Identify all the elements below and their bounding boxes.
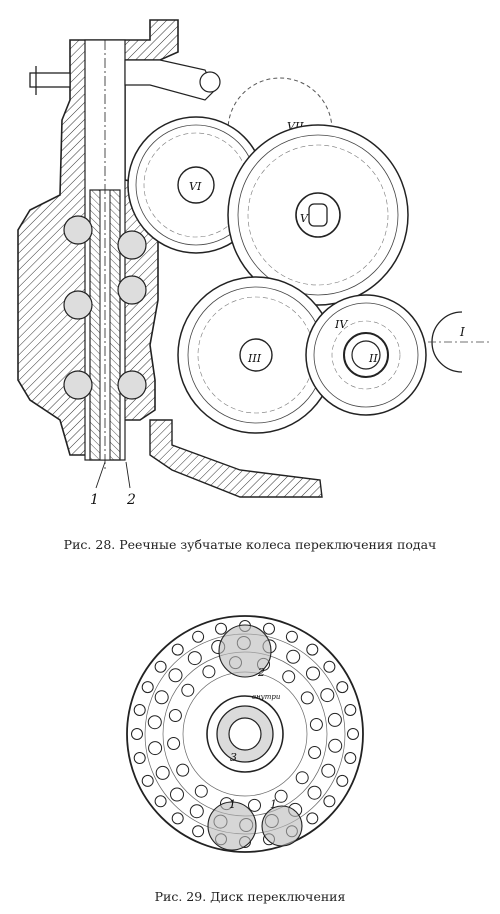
disk-hole [168, 709, 182, 722]
figure-29-caption: Рис. 29. Диск переключения [154, 889, 346, 904]
disk-hole [171, 643, 184, 656]
callouts-fig28: 1 2 [90, 461, 136, 508]
disk-hole [336, 774, 349, 787]
disk-hole [202, 665, 216, 679]
gear-I: I [428, 311, 492, 373]
disk-hole [323, 660, 336, 673]
disk-hole [176, 763, 190, 777]
figure-29-drawing: внутри 2 3 1 1 [126, 615, 364, 853]
gear-label-I: I [459, 325, 465, 339]
callout-3: 3 [230, 751, 237, 764]
disk-hole [147, 715, 162, 730]
disk-hole [308, 746, 322, 759]
disk-hole [192, 825, 205, 838]
figure-28-drawing: VII VI V III II IV I [17, 19, 492, 508]
callout-2: 2 [257, 666, 265, 679]
disk-hole [154, 690, 169, 705]
disk-hole [285, 630, 298, 643]
switching-disk: внутри [126, 615, 364, 853]
disk-hole [192, 630, 205, 643]
gear-IV: IV [334, 318, 348, 331]
gear-V: V [227, 124, 409, 306]
disk-hole [131, 728, 143, 740]
disk-hole [307, 785, 322, 800]
disk-hole [171, 812, 184, 825]
disk-hole [141, 681, 154, 694]
callout-1-right: 1 [270, 798, 277, 811]
disk-hole [154, 660, 167, 673]
gear-label-II: II [368, 352, 378, 365]
disk-hole [282, 670, 296, 684]
disk-hole [328, 738, 343, 753]
gear-II: II [305, 294, 427, 416]
disk-hole [336, 681, 349, 694]
disk-hole [167, 737, 181, 750]
figure-29: внутри 2 3 1 1 [0, 586, 500, 882]
disk-hole [344, 752, 357, 764]
housing-section [17, 19, 323, 498]
callout-1: 1 [90, 492, 99, 508]
gear-label-IV: IV [334, 318, 348, 331]
disk-hole [321, 763, 336, 778]
disk-hole [323, 795, 336, 808]
disk-hole [309, 718, 323, 731]
disk-hole [168, 668, 183, 683]
disk-hole [181, 683, 195, 697]
disk-hole [141, 774, 154, 787]
disk-hole [155, 765, 170, 780]
disk-hole [133, 704, 146, 716]
figure-28: VII VI V III II IV I [17, 19, 492, 508]
callout-1-left: 1 [229, 798, 236, 811]
disk-hole [248, 798, 261, 812]
disk-hole [327, 712, 342, 727]
disk-hole [300, 691, 314, 705]
disk-hole [215, 622, 227, 635]
gear-label-VI: VI [189, 180, 202, 193]
disk-hole [189, 804, 204, 819]
disk-hole [295, 771, 309, 785]
disk-hole [133, 752, 146, 764]
disk-hole [306, 666, 320, 681]
callouts-fig29: 2 3 1 1 [229, 666, 277, 811]
disk-hole [170, 787, 184, 802]
disk-hole [286, 649, 301, 664]
disk-hole [263, 622, 275, 635]
disk-hole [187, 651, 202, 666]
disk-hole [274, 789, 288, 803]
gear-label-V: V [300, 212, 309, 225]
disk-hole [344, 704, 357, 716]
disk-hole [306, 643, 319, 656]
disk-hole [154, 795, 167, 808]
disk-label-text: внутри [252, 693, 281, 701]
disk-hole [347, 728, 359, 740]
disk-hole [306, 812, 319, 825]
figure-28-caption: Рис. 28. Реечные зубчатые колеса переклю… [63, 537, 437, 552]
gear-label-III: III [247, 352, 262, 365]
disk-hole [194, 784, 208, 798]
disk-hole [148, 741, 163, 756]
callout-2: 2 [126, 492, 136, 508]
disk-hole [320, 688, 335, 703]
